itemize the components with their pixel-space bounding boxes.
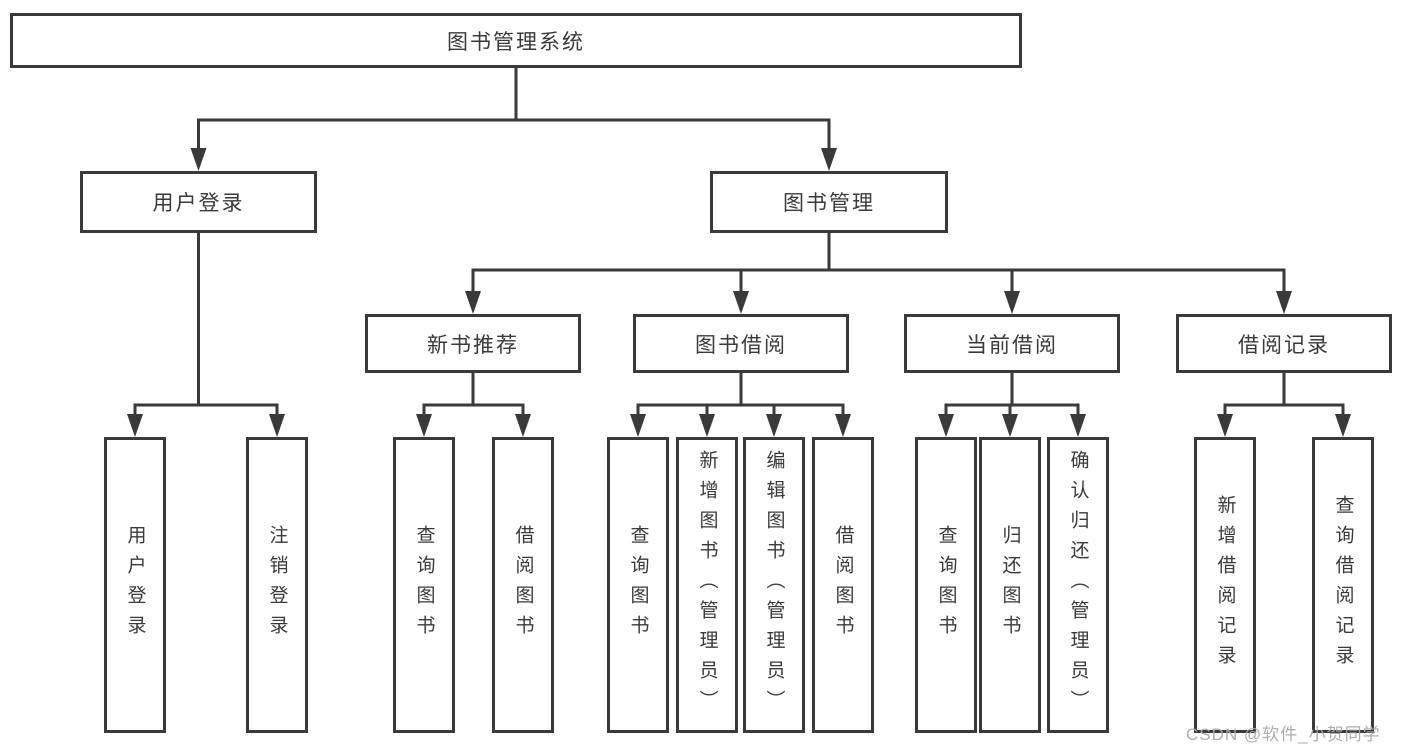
node-root-system: 图书管理系统 <box>10 13 1022 68</box>
node-leaf-query-books-recommend: 查询图书 <box>393 437 455 733</box>
connector-newbooks-children <box>422 373 525 416</box>
node-book-borrow: 图书借阅 <box>633 314 849 373</box>
node-borrow-records: 借阅记录 <box>1176 314 1392 373</box>
leaf-label: 新增借阅记录 <box>1214 495 1236 675</box>
node-book-management: 图书管理 <box>710 171 948 233</box>
node-leaf-confirm-return-admin: 确认归还（管理员） <box>1047 437 1109 733</box>
connector-root-to-level2 <box>197 68 831 150</box>
node-leaf-add-borrow-record: 新增借阅记录 <box>1194 437 1256 733</box>
node-leaf-query-borrow-record: 查询借阅记录 <box>1312 437 1374 733</box>
node-new-book-recommend: 新书推荐 <box>365 314 581 373</box>
leaf-label: 借阅图书 <box>512 525 534 645</box>
connector-userlogin-children <box>133 233 279 416</box>
node-leaf-add-books-admin: 新增图书（管理员） <box>676 437 738 733</box>
leaf-label: 确认归还（管理员） <box>1067 450 1089 720</box>
arrowheads-newbooks-children <box>416 414 531 437</box>
node-leaf-user-login: 用户登录 <box>104 437 166 733</box>
arrowheads-level2 <box>190 148 837 171</box>
node-leaf-borrow-books: 借阅图书 <box>812 437 874 733</box>
arrowheads-borrow-children <box>630 414 851 437</box>
node-leaf-logout: 注销登录 <box>246 437 308 733</box>
leaf-label: 查询图书 <box>935 525 957 645</box>
connector-current-children <box>944 373 1080 416</box>
arrowheads-records-children <box>1217 414 1351 437</box>
leaf-label: 查询图书 <box>413 525 435 645</box>
connector-borrow-children <box>636 373 845 416</box>
node-leaf-query-books-current: 查询图书 <box>915 437 977 733</box>
leaf-label: 新增图书（管理员） <box>696 450 718 720</box>
leaf-label: 用户登录 <box>124 525 146 645</box>
leaf-label: 注销登录 <box>266 525 288 645</box>
arrowheads-level3 <box>465 291 1292 314</box>
arrowheads-userlogin-children <box>127 414 285 437</box>
leaf-label: 查询图书 <box>627 525 649 645</box>
connector-bookmgmt-to-level3 <box>471 233 1286 293</box>
node-leaf-edit-books-admin: 编辑图书（管理员） <box>743 437 805 733</box>
arrowheads-current-children <box>938 414 1086 437</box>
csdn-watermark: CSDN @软件_小贺同学 <box>1186 725 1381 744</box>
node-leaf-query-books-borrow: 查询图书 <box>607 437 669 733</box>
leaf-label: 归还图书 <box>999 525 1021 645</box>
connector-records-children <box>1223 373 1345 416</box>
leaf-label: 编辑图书（管理员） <box>763 450 785 720</box>
node-leaf-borrow-books-recommend: 借阅图书 <box>492 437 554 733</box>
leaf-label: 借阅图书 <box>832 525 854 645</box>
leaf-label: 查询借阅记录 <box>1332 495 1354 675</box>
node-current-borrow: 当前借阅 <box>904 314 1120 373</box>
node-leaf-return-books: 归还图书 <box>979 437 1041 733</box>
node-user-login: 用户登录 <box>80 171 317 233</box>
